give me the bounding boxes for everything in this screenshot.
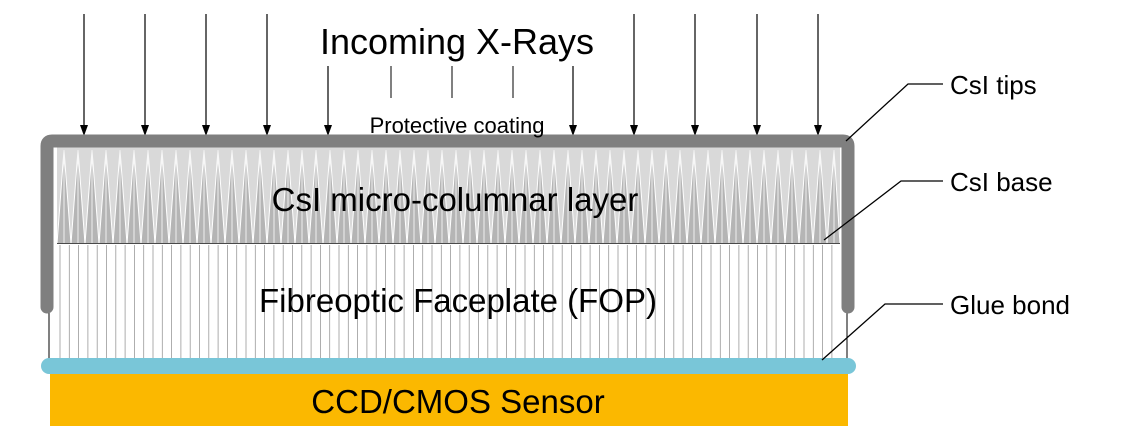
xray-arrow [691, 14, 699, 136]
sensor-label: CCD/CMOS Sensor [311, 383, 604, 420]
ccd-cmos-sensor [50, 374, 848, 426]
xray-arrow [569, 66, 577, 136]
coating-label-ticks [390, 66, 514, 98]
fop-fibres [59, 245, 833, 360]
fop-layer [57, 244, 840, 362]
xray-arrow [814, 14, 822, 136]
xray-arrow [202, 14, 210, 136]
xray-arrow [263, 14, 271, 136]
protective-coating-label: Protective coating [370, 113, 545, 138]
xray-arrow [141, 14, 149, 136]
glue-bond-label: Glue bond [950, 290, 1070, 320]
xray-arrow [324, 66, 332, 136]
glue-bond [41, 358, 856, 374]
csi-layer-label: CsI micro-columnar layer [272, 181, 639, 218]
xray-arrows [80, 14, 822, 136]
csi-base-label: CsI base [950, 167, 1053, 197]
callout-leaders [821, 83, 943, 361]
xray-arrow [753, 14, 761, 136]
xray-arrow [630, 14, 638, 136]
fop-label: Fibreoptic Faceplate (FOP) [259, 282, 657, 319]
csi-tips-label: CsI tips [950, 70, 1037, 100]
xray-arrow [80, 14, 88, 136]
protective-coating [40, 134, 855, 314]
incoming-xrays-label: Incoming X-Rays [320, 21, 594, 62]
